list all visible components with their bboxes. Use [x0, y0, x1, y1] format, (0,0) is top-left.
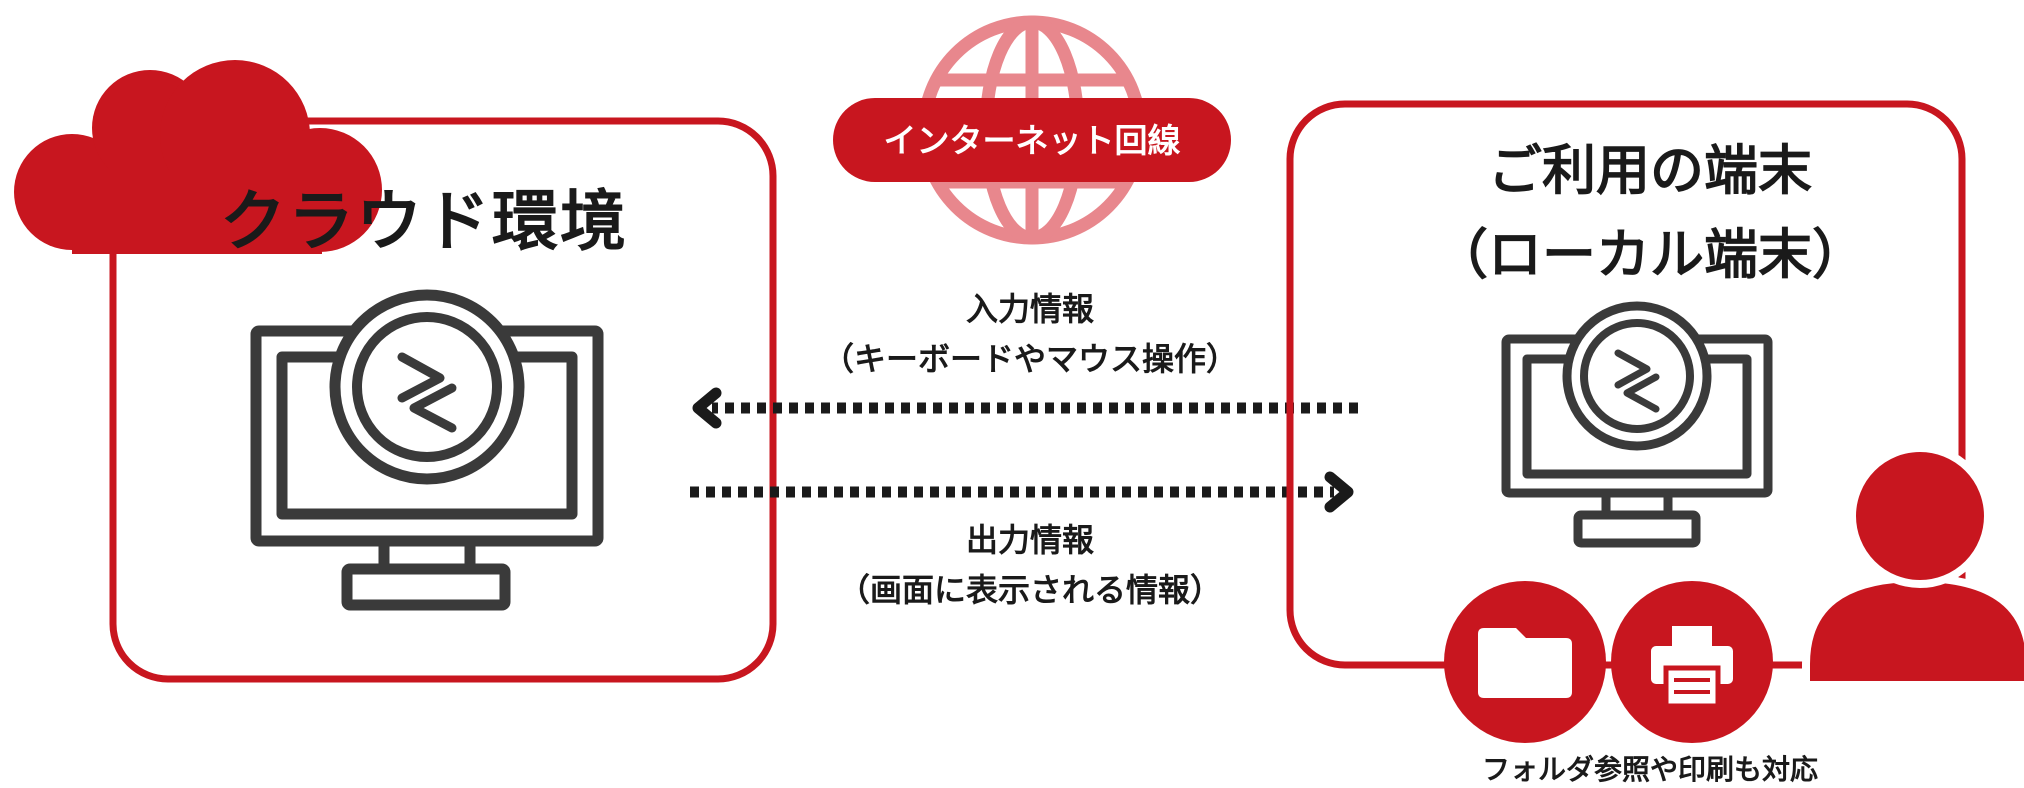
- input-arrowhead-icon: [692, 387, 722, 429]
- network-label: インターネット回線: [883, 121, 1181, 160]
- printer-button: [1611, 581, 1773, 743]
- output-flow-description: （画面に表示される情報）: [837, 571, 1222, 609]
- remote-logo-icon-local: [1562, 301, 1712, 451]
- network-pill: [833, 98, 1231, 182]
- remote-logo-icon: [329, 289, 525, 485]
- cloud-environment-title: クラウド環境: [220, 183, 628, 260]
- peripheral-support-note: フォルダ参照や印刷も対応: [1481, 753, 1818, 786]
- user-icon: [1802, 444, 2024, 689]
- printer-icon: [1651, 626, 1733, 709]
- input-flow-description: （キーボードやマウス操作）: [821, 340, 1238, 378]
- output-flow-label: 出力情報: [965, 521, 1094, 559]
- folder-icon: [1478, 628, 1572, 698]
- output-arrowhead-icon: [1324, 471, 1354, 513]
- local-terminal-subtitle: （ローカル端末）: [1434, 223, 1866, 286]
- input-flow-label: 入力情報: [965, 290, 1094, 328]
- cloud-icon: [14, 60, 382, 254]
- cloud-environment-box: [109, 117, 777, 683]
- folder-button: [1444, 581, 1606, 743]
- local-terminal-title: ご利用の端末: [1488, 139, 1812, 202]
